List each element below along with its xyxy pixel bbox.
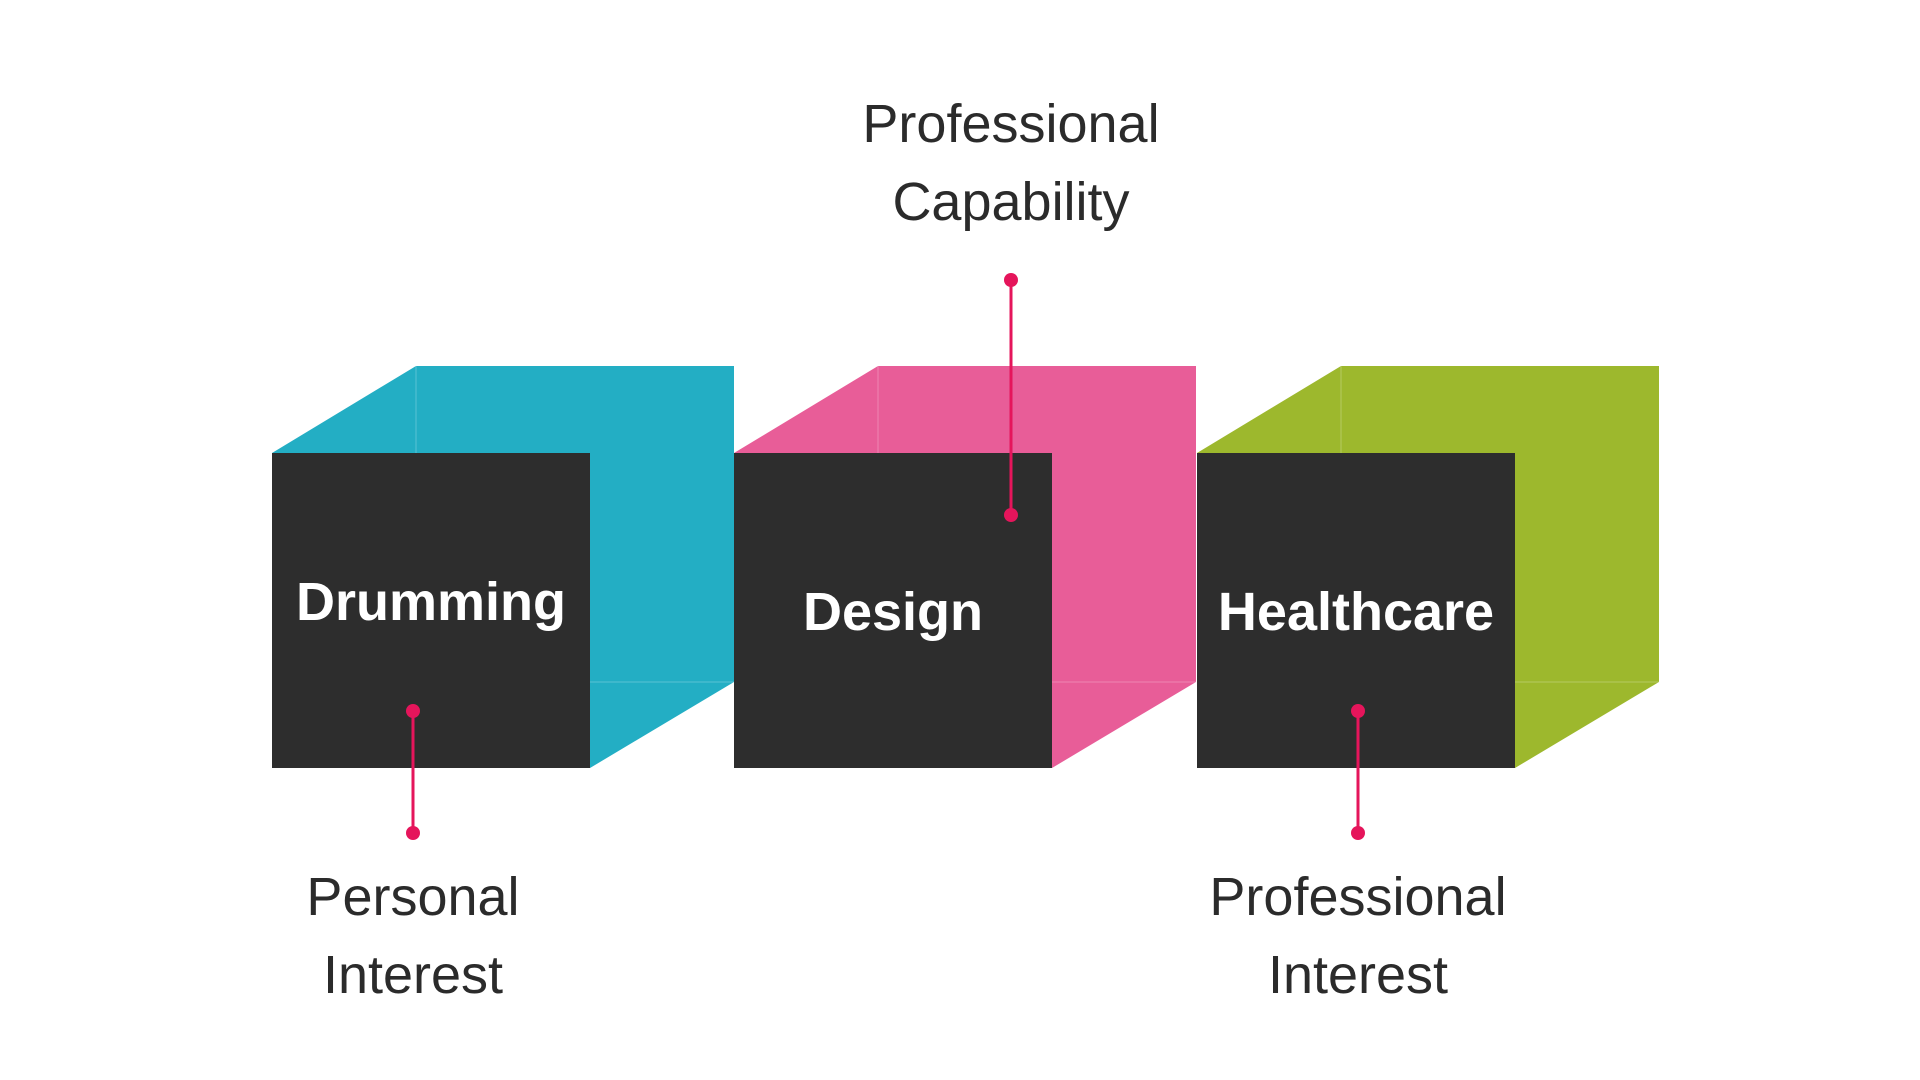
caption-line-2: Interest bbox=[323, 945, 503, 1005]
connector-professional-interest bbox=[1351, 704, 1365, 840]
cube-drumming-side-face bbox=[272, 366, 734, 768]
cube-drumming-label: Drumming bbox=[296, 572, 566, 632]
caption-line-2: Capability bbox=[892, 172, 1129, 232]
connector-professional-capability bbox=[1004, 273, 1018, 522]
cube-design-label: Design bbox=[803, 582, 983, 642]
cube-healthcare-side-face bbox=[1197, 366, 1659, 768]
cube-healthcare: Healthcare bbox=[1197, 366, 1659, 768]
cube-design-front-face bbox=[734, 453, 1052, 768]
connector-personal-interest bbox=[406, 704, 420, 840]
cube-design: Design bbox=[734, 366, 1196, 768]
caption-professional-interest: Professional Interest bbox=[1209, 867, 1506, 1005]
caption-line-1: Professional bbox=[862, 94, 1159, 154]
caption-personal-interest: Personal Interest bbox=[306, 867, 519, 1005]
connector-dot-top bbox=[1004, 273, 1018, 287]
connector-dot-bottom bbox=[1004, 508, 1018, 522]
cube-healthcare-label: Healthcare bbox=[1218, 582, 1494, 642]
connector-dot-bottom bbox=[406, 826, 420, 840]
cube-drumming-front-face bbox=[272, 453, 590, 768]
caption-line-1: Professional bbox=[1209, 867, 1506, 927]
caption-line-2: Interest bbox=[1268, 945, 1448, 1005]
connector-dot-top bbox=[406, 704, 420, 718]
connector-dot-bottom bbox=[1351, 826, 1365, 840]
connector-dot-top bbox=[1351, 704, 1365, 718]
caption-line-1: Personal bbox=[306, 867, 519, 927]
cube-design-side-face bbox=[734, 366, 1196, 768]
caption-professional-capability: Professional Capability bbox=[862, 94, 1159, 232]
cube-drumming: Drumming bbox=[272, 366, 734, 768]
